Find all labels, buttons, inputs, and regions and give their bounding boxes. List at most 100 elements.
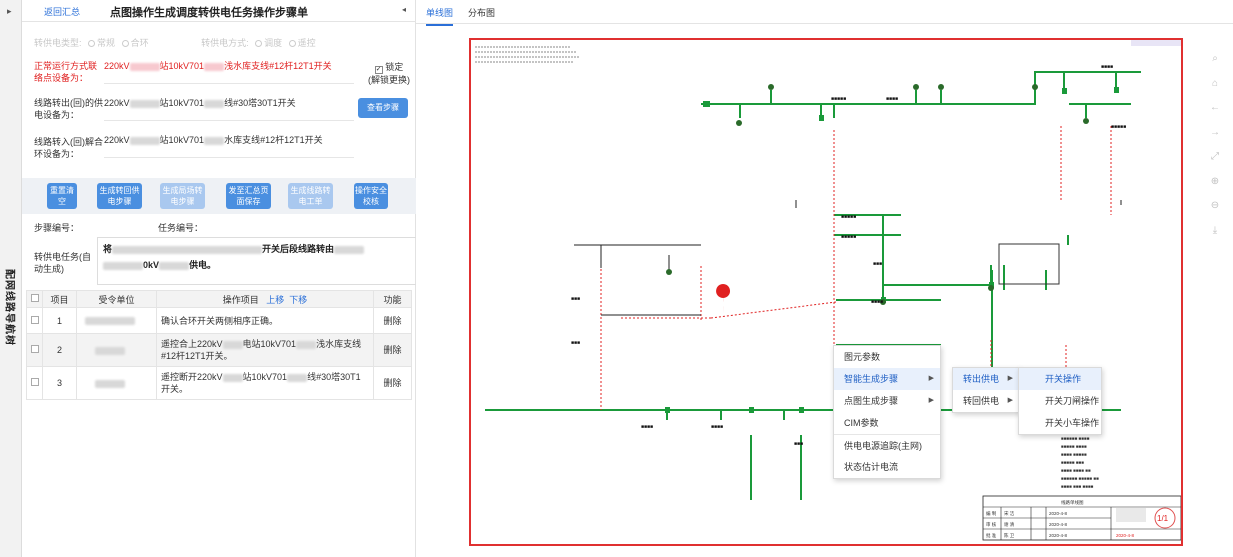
- view-steps-button[interactable]: 查看步骤: [358, 98, 408, 118]
- submenu-switch-ops: 开关操作 开关刀闸操作 开关小车操作: [1018, 367, 1102, 435]
- collapse-panel-icon[interactable]: ◂: [401, 5, 406, 14]
- task-text: 将: [103, 244, 113, 254]
- tb-role: 批 准: [986, 532, 997, 539]
- delete-row-button[interactable]: 删除: [373, 333, 412, 367]
- transfer-option-remote: 遥控: [297, 38, 316, 48]
- feeder-lines: [485, 71, 1141, 500]
- svg-text:■■■■■: ■■■■■: [841, 214, 856, 220]
- redacted-block: [112, 245, 263, 254]
- in-value-part: 220kV: [104, 135, 130, 145]
- select-all-checkbox[interactable]: [30, 294, 39, 302]
- menu-item-power-trace[interactable]: 供电电源追踪(主网): [834, 434, 940, 456]
- svg-text:■■■■ ■■■ ■■■■: ■■■■ ■■■ ■■■■: [1061, 484, 1094, 489]
- menu-item-point-steps[interactable]: 点图生成步骤 ▶: [834, 390, 940, 412]
- send-to-summary-button[interactable]: 发至汇总页面保存: [226, 183, 271, 209]
- safety-check-button[interactable]: 操作安全校核: [354, 183, 388, 209]
- radio-transfer-dispatch[interactable]: [255, 40, 263, 47]
- menu-item-cim-params[interactable]: CIM参数: [844, 418, 879, 428]
- fit-screen-icon[interactable]: ⤢: [1211, 151, 1219, 162]
- redacted-block: [204, 99, 225, 108]
- row-index: 3: [42, 366, 77, 400]
- tb-date: 2020-4-8: [1049, 511, 1068, 516]
- row-checkbox[interactable]: [30, 378, 39, 386]
- col-operation-label: 操作项目: [222, 294, 259, 305]
- move-up-button[interactable]: 上移: [266, 294, 285, 305]
- delete-row-button[interactable]: 删除: [373, 366, 412, 400]
- svg-text:■■■■ ■■■■■: ■■■■ ■■■■■: [1061, 452, 1087, 457]
- location-marker-icon[interactable]: [716, 284, 731, 315]
- diagram-svg[interactable]: ■■■■■ ■■■■ ■■■■ ■■■■■ ■■■■■ ■■■■■ ■■■ ■■…: [471, 40, 1183, 546]
- transfer-option-dispatch: 调度: [264, 38, 283, 48]
- menu-item-element-params[interactable]: 图元参数: [844, 352, 881, 362]
- menu-item-label: 点图生成步骤: [844, 396, 899, 406]
- redacted-block: [129, 62, 160, 71]
- panel-header: 返回汇总 点图操作生成调度转供电任务操作步骤单 ◂: [22, 0, 416, 22]
- download-icon[interactable]: ⤓: [1212, 224, 1218, 236]
- table-row[interactable]: 1 确认合环开关两侧相序正确。 删除: [26, 307, 412, 334]
- menu-item-label: 转出供电: [963, 374, 1000, 384]
- task-label: 转供电任务(自动生成): [34, 252, 91, 274]
- task-text: 0kV: [143, 260, 160, 270]
- redacted-block: [1131, 40, 1181, 46]
- redacted-block: [204, 62, 225, 71]
- back-arrow-icon[interactable]: ←: [1210, 102, 1220, 113]
- zoom-out-icon[interactable]: ⊖: [1210, 200, 1220, 211]
- steps-table: 项目 受令单位 操作项目 上移 下移 功能 1 确认合环开关两侧相序正确。 删除: [26, 290, 412, 400]
- navigation-tree-label[interactable]: 配网线路导航树: [3, 269, 15, 346]
- zoom-in-icon[interactable]: ⊕: [1210, 175, 1220, 187]
- navigation-tree-collapsed[interactable]: ▸ 配网线路导航树: [0, 0, 22, 557]
- radio-method-normal[interactable]: [88, 40, 96, 47]
- menu-item-state-estimation[interactable]: 状态估计电流: [844, 462, 899, 472]
- select-all-cell[interactable]: [26, 290, 43, 308]
- contact-value-part: 220kV: [104, 61, 130, 71]
- generate-work-order-button[interactable]: 生成线路转电工单: [288, 183, 333, 209]
- svg-text:■■■■ ■■■■ ■■: ■■■■ ■■■■ ■■: [1061, 468, 1091, 473]
- row-check-cell[interactable]: [26, 366, 43, 400]
- search-icon[interactable]: ⌕: [1212, 53, 1218, 64]
- submenu-arrow-icon: ▶: [928, 397, 934, 404]
- row-checkbox[interactable]: [30, 345, 39, 353]
- menu-item-transfer-back[interactable]: 转回供电▶: [953, 390, 1019, 412]
- menu-item-switch-cart-op[interactable]: 开关小车操作: [1045, 418, 1100, 428]
- submenu-arrow-icon: ▶: [1007, 397, 1013, 404]
- row-check-cell[interactable]: [26, 333, 43, 367]
- menu-item-transfer-out[interactable]: 转出供电▶: [953, 368, 1019, 390]
- move-down-button[interactable]: 下移: [289, 294, 308, 305]
- redacted-block: [85, 317, 135, 326]
- tb-date: 2020-4-8: [1049, 522, 1068, 527]
- back-to-summary-link[interactable]: 返回汇总: [44, 7, 81, 17]
- menu-item-smart-steps[interactable]: 智能生成步骤▶: [834, 368, 940, 390]
- home-icon[interactable]: ⌂: [1211, 77, 1219, 89]
- svg-text:■■■■■ ■■■: ■■■■■ ■■■: [1061, 460, 1084, 465]
- row-check-cell[interactable]: [26, 307, 43, 334]
- menu-item-switch-knife-op[interactable]: 开关刀闸操作: [1045, 396, 1100, 406]
- method-option-normal: 常规: [97, 38, 116, 48]
- delete-row-button[interactable]: 删除: [373, 307, 412, 334]
- tb-name: 宋 洁: [1004, 510, 1015, 517]
- expand-arrow-icon[interactable]: ▸: [7, 6, 12, 16]
- svg-text:■■■■■■ ■■■■■ ■■: ■■■■■■ ■■■■■ ■■: [1061, 476, 1099, 481]
- tab-single-line[interactable]: 单线图: [426, 6, 454, 26]
- row-checkbox[interactable]: [30, 315, 39, 324]
- reset-clear-button[interactable]: 重置清空: [47, 183, 77, 209]
- single-line-diagram-canvas[interactable]: ■■■■■ ■■■■ ■■■■ ■■■■■ ■■■■■ ■■■■■ ■■■ ■■…: [469, 38, 1183, 546]
- tab-distribution[interactable]: 分布图: [468, 8, 496, 18]
- radio-method-loop[interactable]: [121, 40, 129, 47]
- lock-checkbox[interactable]: ✓: [374, 66, 383, 74]
- lock-control[interactable]: ✓ 锁定 (解锁更换): [368, 61, 410, 87]
- forward-arrow-icon[interactable]: →: [1210, 126, 1220, 138]
- generate-site-transfer-button[interactable]: 生成局场转电步骤: [160, 183, 205, 209]
- svg-text:■■■■■■ ■■■■: ■■■■■■ ■■■■: [1061, 436, 1090, 441]
- radio-transfer-remote[interactable]: [288, 40, 296, 47]
- title-block: 线路单线图 编 制 宋 洁 2020-4-8 审 核 谢 清 2020-4-8 …: [982, 495, 1181, 541]
- svg-text:■■■■■: ■■■■■: [841, 234, 856, 240]
- menu-item-switch-op[interactable]: 开关操作: [1019, 368, 1101, 390]
- generate-return-steps-button[interactable]: 生成转回供电步骤: [97, 183, 142, 209]
- node-dots: [666, 84, 1089, 305]
